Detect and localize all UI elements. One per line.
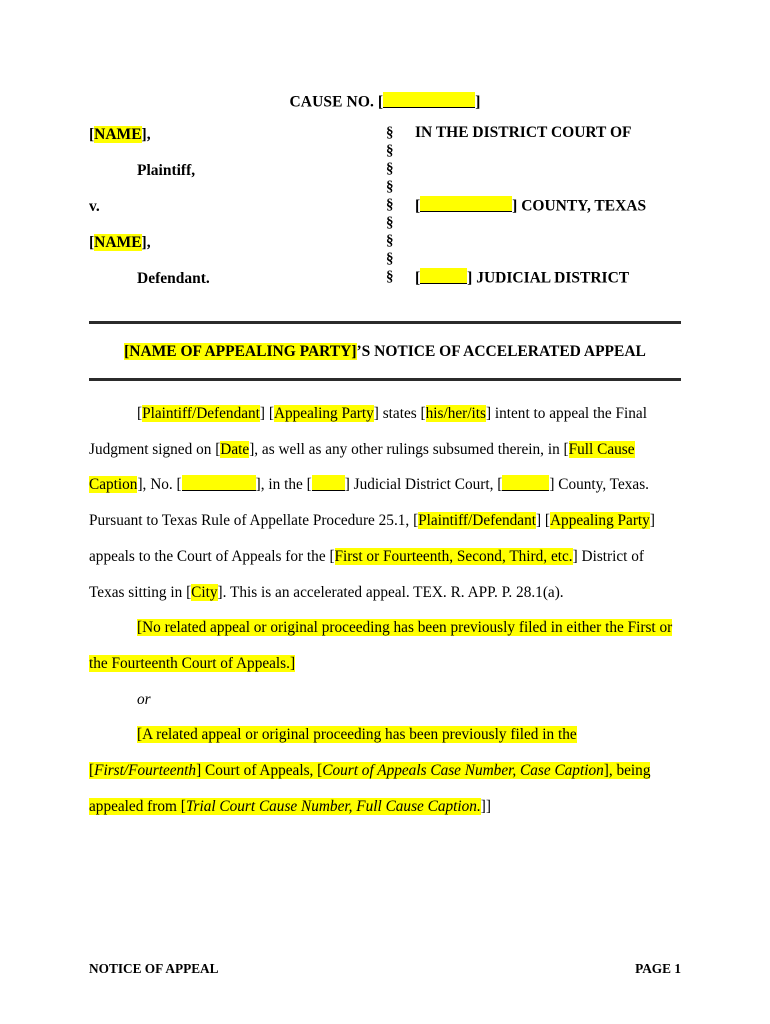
bracket-open: [ — [137, 405, 143, 422]
county-line: [ ] COUNTY, TEXAS — [415, 196, 681, 214]
judicial-district-suffix: ] JUDICIAL DISTRICT — [467, 269, 630, 287]
county-blank-field[interactable] — [420, 196, 513, 212]
caption-row-defendant-name: [NAME], — [89, 232, 379, 268]
caption-court-column: IN THE DISTRICT COURT OF [ ] COUNTY, TEXA… — [415, 124, 681, 286]
bracket-open: [ — [89, 234, 95, 251]
or-label: or — [137, 690, 151, 708]
section-symbol: § — [386, 251, 394, 267]
trial-cause-number-blank-field[interactable] — [181, 475, 256, 491]
section-symbol: § — [386, 269, 394, 285]
cause-number-line: CAUSE NO. [] — [89, 92, 681, 112]
title-rest: ’S NOTICE OF ACCELERATED APPEAL — [356, 343, 646, 360]
spacer-row — [415, 178, 681, 196]
appellate-district-placeholder[interactable]: First or Fourteenth, Second, Third, etc. — [334, 547, 573, 565]
bracket-close: ], — [141, 234, 151, 251]
title-bracket-open: [ — [124, 343, 130, 360]
cause-number-blank-field[interactable] — [383, 92, 476, 108]
caption-parties-column: [NAME], Plaintiff, v. [NAME], Defendant. — [89, 124, 379, 304]
footer-document-label: NOTICE OF APPEAL — [89, 961, 219, 976]
judicial-district-blank-field[interactable] — [420, 268, 468, 284]
footer-page-number: PAGE 1 — [635, 961, 681, 976]
section-symbol: § — [386, 161, 394, 177]
paragraph-notice-of-appeal: [Plaintiff/Defendant] [Appealing Party] … — [89, 396, 681, 610]
city-placeholder[interactable]: City — [191, 583, 218, 601]
court-line: IN THE DISTRICT COURT OF — [415, 124, 632, 141]
trial-court-cause-placeholder[interactable]: Trial Court Cause Number, Full Cause Cap… — [185, 797, 481, 815]
spacer-row — [415, 232, 681, 250]
section-symbol: § — [386, 197, 394, 213]
defendant-name-placeholder[interactable]: NAME — [94, 234, 142, 251]
text-mid-10: ] appeals to the Court of Appeals for th… — [89, 512, 655, 565]
paragraph-no-related-appeal: [No related appeal or original proceedin… — [89, 610, 681, 681]
cause-number-close-bracket: ] — [475, 93, 481, 111]
bracket-open: [ — [89, 126, 95, 143]
party-role-placeholder-1[interactable]: Plaintiff/Defendant — [142, 405, 260, 422]
plaintiff-label: Plaintiff, — [137, 162, 196, 179]
defendant-label: Defendant. — [137, 270, 210, 287]
spacer-row — [415, 250, 681, 268]
spacer-row — [415, 214, 681, 232]
county-suffix: ] COUNTY, TEXAS — [512, 197, 647, 215]
paragraph-related-appeal: [A related appeal or original proceeding… — [89, 717, 681, 824]
title-rule-top — [89, 321, 681, 324]
paragraph-or-separator: or — [89, 682, 681, 718]
text-mid-7: ] Judicial District Court, [ — [344, 476, 503, 494]
caption-row-defendant-label: Defendant. — [89, 268, 379, 304]
related-appeal-seg-7: ]] — [480, 797, 491, 815]
title-rule-bottom — [89, 378, 681, 381]
page-footer: NOTICE OF APPEAL PAGE 1 — [89, 960, 681, 978]
first-fourteenth-placeholder[interactable]: First/Fourteenth — [94, 762, 197, 780]
bracket-open: [ — [415, 269, 421, 287]
bracket-close: ], — [141, 126, 151, 143]
spacer-row — [415, 160, 681, 178]
plaintiff-name-placeholder[interactable]: NAME — [94, 126, 142, 143]
document-title: [NAME OF APPEALING PARTY]’S NOTICE OF AC… — [89, 342, 681, 362]
judicial-district-line: [ ] JUDICIAL DISTRICT — [415, 268, 681, 286]
text-mid-2: ] states [ — [373, 405, 426, 422]
text-mid-11: ] District of Texas sitting in [ — [89, 547, 644, 601]
section-symbol: § — [386, 233, 394, 249]
text-mid-3: ] intent to appeal the Final Judgment si… — [89, 405, 647, 458]
appealing-party-placeholder-2[interactable]: Appealing Party — [550, 512, 650, 530]
related-appeal-seg-3: ] Court of Appeals, [ — [196, 762, 323, 780]
section-symbol: § — [386, 215, 394, 231]
judgment-date-placeholder[interactable]: Date — [220, 440, 250, 458]
section-symbol: § — [386, 143, 394, 159]
coa-case-number-placeholder[interactable]: Court of Appeals Case Number, Case Capti… — [322, 762, 604, 780]
text-mid-12: ]. This is an accelerated appeal. TEX. R… — [217, 583, 564, 601]
caption-section-symbol-column: § § § § § § § § § — [386, 124, 408, 286]
section-symbol: § — [386, 179, 394, 195]
text-mid-8: ] County, Texas. Pursuant to Texas Rule … — [89, 476, 649, 530]
text-mid-6: ], in the [ — [255, 476, 312, 494]
text-mid-5: ], No. [ — [137, 476, 182, 494]
no-related-appeal-text[interactable]: [No related appeal or original proceedin… — [89, 619, 673, 672]
party-role-placeholder-2[interactable]: Plaintiff/Defendant — [418, 512, 536, 530]
versus-label: v. — [89, 198, 100, 215]
caption-row-versus: v. — [89, 196, 379, 232]
appealing-party-placeholder[interactable]: NAME OF APPEALING PARTY — [129, 343, 352, 360]
caption-row-plaintiff-name: [NAME], — [89, 124, 379, 160]
text-mid-9: ] [ — [535, 512, 550, 530]
county-name-blank-field[interactable] — [502, 475, 550, 491]
section-symbol: § — [386, 125, 394, 141]
title-bracket-close: ] — [351, 343, 357, 360]
appealing-party-placeholder-1[interactable]: Appealing Party — [273, 405, 374, 422]
text-mid-4: ], as well as any other rulings subsumed… — [249, 440, 569, 458]
bracket-open: [ — [415, 197, 421, 215]
pronoun-placeholder[interactable]: his/her/its — [425, 405, 486, 422]
text-mid-1: ] [ — [259, 405, 274, 422]
judicial-district-number-blank-field[interactable] — [311, 475, 345, 491]
cause-number-label: CAUSE NO. [ — [289, 93, 384, 111]
caption-row-plaintiff-label: Plaintiff, — [89, 160, 379, 196]
document-body: [Plaintiff/Defendant] [Appealing Party] … — [89, 396, 681, 824]
spacer-row — [415, 142, 681, 160]
